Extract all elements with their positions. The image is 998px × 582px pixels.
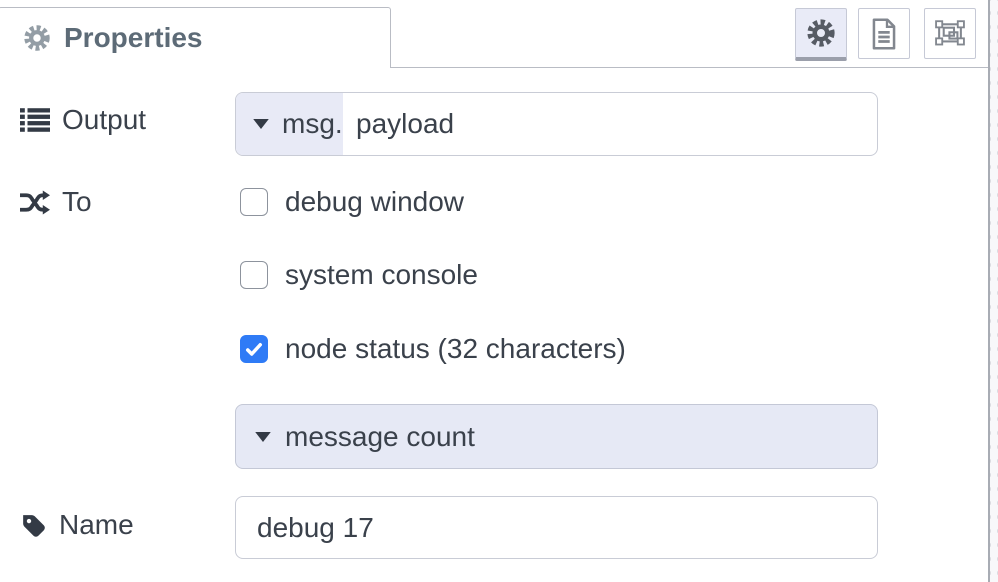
caret-down-icon bbox=[253, 119, 269, 129]
tab-properties[interactable]: Properties bbox=[0, 7, 391, 68]
status-type-value: message count bbox=[285, 420, 475, 452]
to-label: To bbox=[20, 186, 92, 218]
output-label-text: Output bbox=[62, 104, 147, 135]
gear-icon bbox=[807, 19, 835, 47]
to-label-text: To bbox=[62, 186, 92, 217]
shuffle-icon bbox=[20, 190, 50, 214]
node-status-option: node status (32 characters) bbox=[240, 333, 626, 365]
description-button[interactable] bbox=[858, 8, 910, 59]
status-type-select[interactable]: message count bbox=[235, 404, 878, 469]
output-typed-input: msg. bbox=[235, 92, 878, 156]
caret-down-icon bbox=[255, 431, 271, 442]
appearance-button[interactable] bbox=[924, 8, 976, 59]
system-console-label: system console bbox=[285, 259, 478, 290]
tabs-underline bbox=[391, 66, 988, 68]
tab-properties-label: Properties bbox=[64, 22, 203, 53]
debug-window-label: debug window bbox=[285, 186, 465, 217]
output-value-input[interactable] bbox=[343, 93, 877, 155]
node-status-label: node status (32 characters) bbox=[285, 333, 626, 364]
properties-button[interactable] bbox=[795, 8, 847, 61]
output-label: Output bbox=[20, 104, 146, 136]
workspace-edge bbox=[990, 0, 998, 582]
debug-window-checkbox[interactable] bbox=[240, 188, 268, 216]
name-label: Name bbox=[20, 509, 134, 541]
gear-icon bbox=[24, 25, 50, 51]
system-console-checkbox[interactable] bbox=[240, 261, 268, 289]
tag-icon bbox=[23, 514, 45, 537]
output-type-select[interactable]: msg. bbox=[236, 93, 343, 155]
check-icon bbox=[246, 342, 262, 356]
file-text-icon bbox=[872, 17, 896, 50]
system-console-option: system console bbox=[240, 259, 478, 291]
name-input[interactable] bbox=[235, 496, 878, 559]
name-label-text: Name bbox=[59, 509, 134, 540]
panel-border bbox=[987, 0, 990, 582]
debug-window-option: debug window bbox=[240, 186, 464, 218]
appearance-icon bbox=[935, 19, 965, 45]
list-icon bbox=[20, 108, 50, 132]
node-status-checkbox[interactable] bbox=[240, 335, 268, 363]
output-type-label: msg. bbox=[282, 108, 343, 139]
